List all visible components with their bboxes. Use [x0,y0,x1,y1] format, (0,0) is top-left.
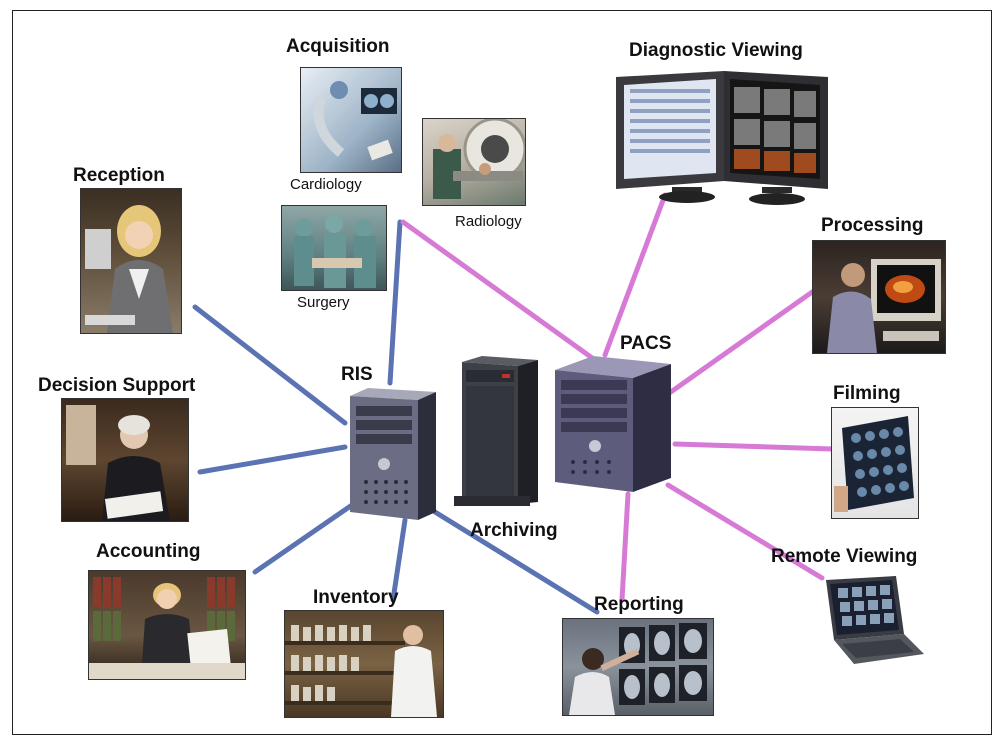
link-ris-decision-support [197,444,348,475]
link-ris-reporting [432,509,600,615]
cardiology-photo [300,67,402,173]
reporting-label: Reporting [594,594,684,615]
link-ris-reception [192,304,348,426]
radiology-label: Radiology [455,213,522,230]
link-ris-inventory [390,517,408,603]
filming-label: Filming [833,383,901,404]
pacs-label: PACS [620,333,672,354]
link-pacs-processing [665,287,818,397]
archiving-label: Archiving [470,520,558,541]
diagnostic-viewing-label: Diagnostic Viewing [629,40,803,61]
decision-support-photo [61,398,189,522]
accounting-photo [88,570,246,680]
link-pacs-filming [672,441,835,452]
radiology-photo [422,118,526,206]
surgery-photo [281,205,387,291]
processing-photo [812,240,946,354]
remote-viewing-label: Remote Viewing [771,546,918,567]
reporting-photo [562,618,714,716]
inventory-photo [284,610,444,718]
diagram-frame [12,10,992,735]
reception-photo [80,188,182,334]
decision-support-label: Decision Support [38,375,196,396]
ris-server [346,386,438,522]
archiving-server [452,354,542,514]
ris-label: RIS [341,364,373,385]
link-pacs-acquisition [400,219,598,363]
diagnostic-viewing-monitors [612,69,830,211]
inventory-label: Inventory [313,587,399,608]
link-pacs-diagnostic-viewing [602,192,668,358]
link-pacs-remote-viewing [665,482,825,581]
link-ris-acquisition [387,219,403,386]
link-pacs-reporting [619,491,631,603]
filming-photo [831,407,919,519]
accounting-label: Accounting [96,541,201,562]
surgery-label: Surgery [297,294,350,311]
processing-label: Processing [821,215,924,236]
cardiology-label: Cardiology [290,176,362,193]
pacs-server [553,354,673,494]
acquisition-label: Acquisition [286,36,390,57]
link-ris-accounting [252,502,355,575]
reception-label: Reception [73,165,165,186]
remote-viewing-laptop [820,574,926,666]
